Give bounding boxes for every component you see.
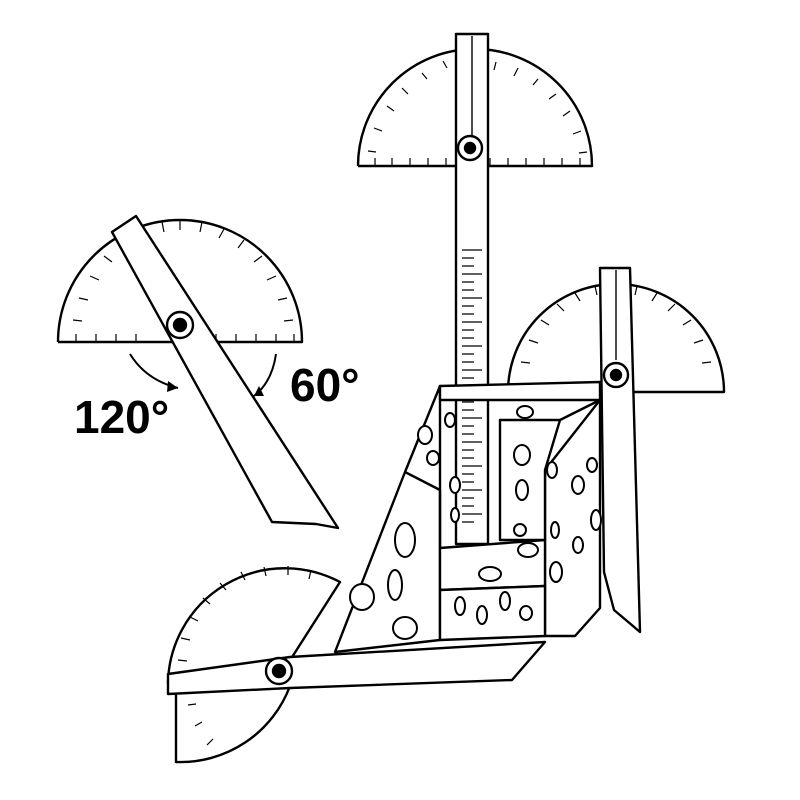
block-back-wall xyxy=(438,380,602,402)
angle-120-arrow xyxy=(129,353,179,389)
block-holes xyxy=(349,405,602,640)
top-protractor-baseline-ticks xyxy=(374,158,581,166)
right-protractor xyxy=(506,266,726,634)
bottom-protractor xyxy=(166,566,547,764)
vertical-rule-scale-ticks xyxy=(462,249,482,523)
bottom-rule-blade xyxy=(166,640,547,696)
channel-block xyxy=(333,380,602,654)
angle-label-120: 120° xyxy=(74,391,170,443)
right-rule-blade xyxy=(598,266,642,634)
bottom-protractor-ticks xyxy=(177,566,312,746)
block-front-face xyxy=(438,584,547,642)
left-protractor-dial xyxy=(56,218,304,344)
bottom-protractor-lower-dial xyxy=(174,684,292,764)
angle-label-60: 60° xyxy=(290,359,360,411)
bottom-protractor-dial xyxy=(166,567,342,685)
left-protractor xyxy=(56,214,340,530)
top-protractor xyxy=(356,32,594,546)
left-rule-blade xyxy=(110,214,340,530)
